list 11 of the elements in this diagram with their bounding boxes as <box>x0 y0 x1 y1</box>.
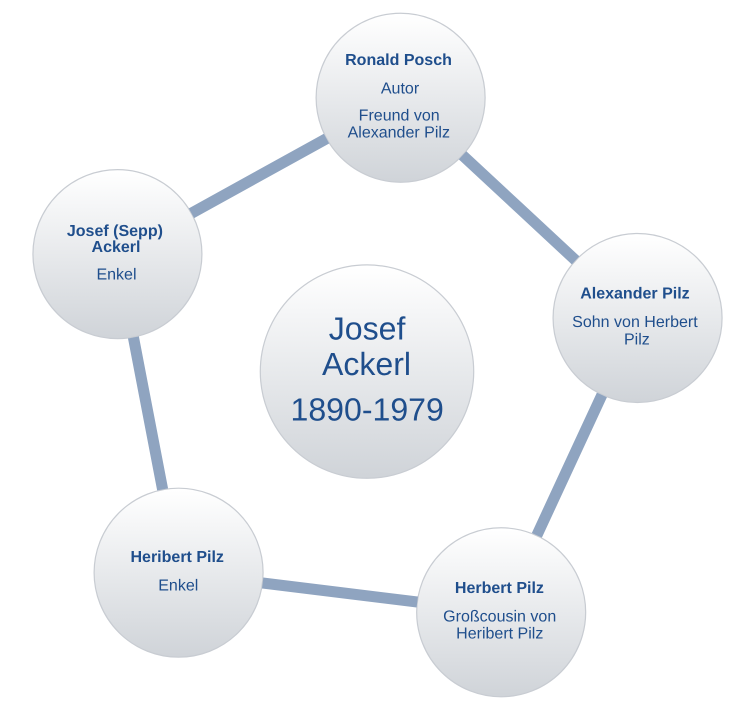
connector <box>188 134 329 218</box>
connector <box>531 392 606 538</box>
node-circle: Heribert Pilz Enkel <box>92 488 264 658</box>
connector <box>458 151 579 264</box>
connector <box>127 336 168 490</box>
node-circle: Alexander Pilz Sohn von Herbert Pilz <box>552 232 722 404</box>
connector <box>261 577 418 608</box>
node-circle: Ronald Posch Autor Freund von Alexander Pilz <box>315 12 486 183</box>
node-circle: Josef Ackerl 1890-1979 <box>259 264 474 479</box>
node-circle: Herbert Pilz Großcousin von Heribert Pilz <box>416 527 586 698</box>
node-circle: Josef (Sepp) Ackerl Enkel <box>32 169 202 340</box>
